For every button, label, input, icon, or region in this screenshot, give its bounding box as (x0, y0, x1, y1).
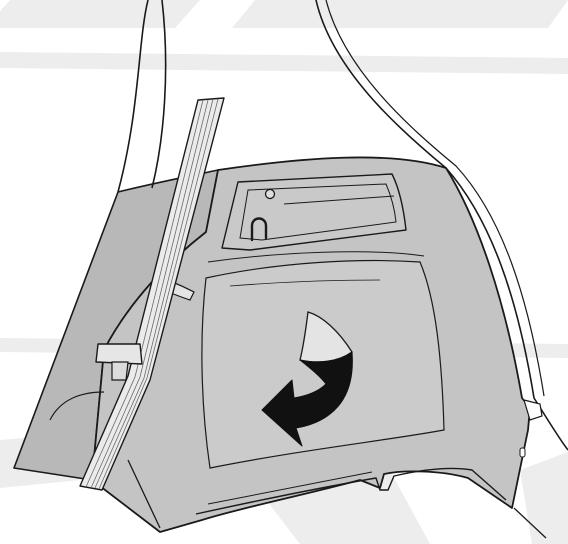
belt-stop-buckle (95, 343, 143, 365)
bottom-sill-inner (207, 471, 373, 505)
latch-tab (523, 399, 543, 421)
latch-slot (519, 447, 526, 458)
pillar-edge-left (117, 0, 149, 193)
screw-icon (264, 188, 276, 200)
body-edge-outer (315, 0, 568, 451)
leader-line-right (513, 507, 547, 539)
bottom-sill (195, 467, 507, 515)
leader-line-left (127, 459, 161, 529)
belt-stop-clip (111, 361, 129, 381)
panel-contour-3 (49, 391, 105, 421)
body-edge-inner (325, 0, 545, 397)
panel-contour-1 (207, 251, 425, 263)
hook-icon (250, 217, 268, 242)
curved-arrow-icon (261, 351, 353, 447)
pillar-edge-right (151, 0, 167, 189)
seat-belt-webbing (79, 97, 225, 491)
seat-belt-stitching (85, 98, 219, 490)
cover-plate-recess (239, 183, 397, 241)
panel-contour-2 (229, 279, 381, 287)
cover-plate-ridge (283, 195, 395, 205)
